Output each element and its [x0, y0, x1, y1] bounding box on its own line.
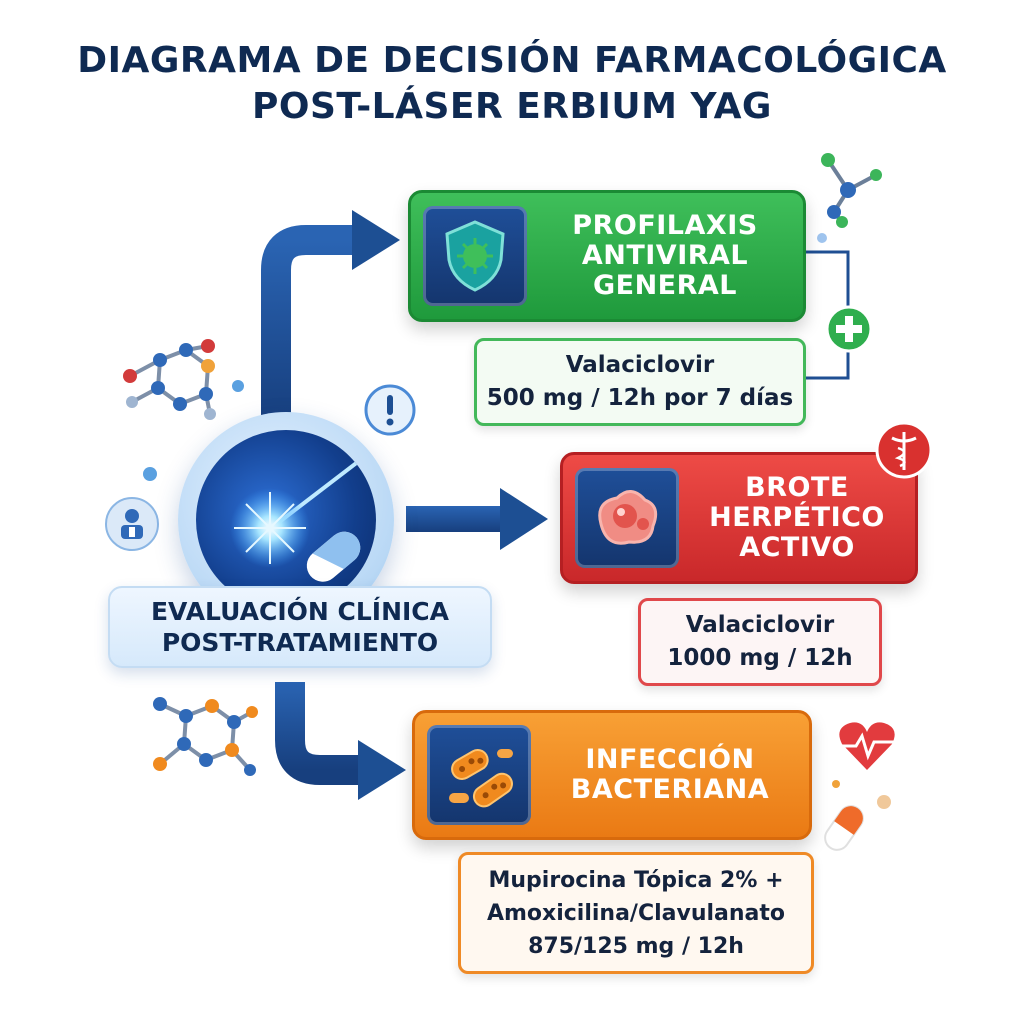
- prophylaxis-label: PROFILAXIS ANTIVIRAL GENERAL: [527, 211, 803, 301]
- herpes-blister-icon: [575, 468, 679, 568]
- prophylaxis-dose-box: Valaciclovir 500 mg / 12h por 7 días: [474, 338, 806, 426]
- clinician-icon: [105, 497, 159, 551]
- arrow-to-bacterial: [275, 682, 406, 800]
- molecule-icon: [821, 153, 882, 228]
- molecule-icon: [123, 339, 244, 420]
- herpes-card: BROTE HERPÉTICO ACTIVO: [560, 452, 918, 584]
- decor-dot: [817, 233, 827, 243]
- heart-pulse-icon: [839, 722, 895, 770]
- prophylaxis-label-line-2: ANTIVIRAL: [581, 240, 749, 271]
- shield-virus-icon: [423, 206, 527, 306]
- diagram-title: DIAGRAMA DE DECISIÓN FARMACOLÓGICA POST-…: [0, 38, 1024, 130]
- bacterial-dose-line-3: 875/125 mg / 12h: [528, 933, 744, 959]
- laser-icon: [196, 430, 376, 610]
- bacterial-label: INFECCIÓN BACTERIANA: [531, 745, 809, 805]
- herpes-label-line-2: HERPÉTICO: [709, 502, 885, 533]
- bacterial-card: INFECCIÓN BACTERIANA: [412, 710, 812, 840]
- herpes-label-line-1: BROTE: [745, 472, 849, 503]
- arrow-to-prophylaxis: [261, 210, 400, 420]
- evaluation-label-box: EVALUACIÓN CLÍNICA POST-TRATAMIENTO: [108, 586, 492, 668]
- molecule-icon: [153, 697, 258, 776]
- arrow-to-herpes: [406, 488, 548, 550]
- herpes-dose-box: Valaciclovir 1000 mg / 12h: [638, 598, 882, 686]
- prophylaxis-label-line-3: GENERAL: [592, 270, 738, 301]
- decor-dot: [877, 795, 891, 809]
- herpes-dose-line-2: 1000 mg / 12h: [667, 645, 853, 671]
- bacterial-label-line-2: BACTERIANA: [570, 774, 770, 805]
- herpes-dose-line-1: Valaciclovir: [685, 612, 835, 638]
- bacterial-label-line-1: INFECCIÓN: [585, 744, 755, 775]
- evaluation-label-line-1: EVALUACIÓN CLÍNICA: [150, 597, 450, 626]
- herpes-label-line-3: ACTIVO: [739, 532, 855, 563]
- alert-icon: [364, 384, 416, 436]
- title-line-2: POST-LÁSER ERBIUM YAG: [252, 86, 772, 127]
- prophylaxis-dose-line-1: Valaciclovir: [565, 352, 715, 378]
- prophylaxis-card: PROFILAXIS ANTIVIRAL GENERAL: [408, 190, 806, 322]
- herpes-label: BROTE HERPÉTICO ACTIVO: [679, 473, 915, 563]
- caduceus-icon: [875, 421, 933, 479]
- prophylaxis-label-line-1: PROFILAXIS: [572, 210, 758, 241]
- plus-icon: [825, 305, 873, 353]
- bacterial-dose-line-2: Amoxicilina/Clavulanato: [486, 900, 786, 926]
- bacteria-icon: [427, 725, 531, 825]
- capsule-icon: [824, 805, 864, 851]
- bacterial-dose-line-1: Mupirocina Tópica 2% +: [488, 867, 784, 893]
- bacterial-dose-box: Mupirocina Tópica 2% + Amoxicilina/Clavu…: [458, 852, 814, 974]
- decor-dot: [143, 467, 157, 481]
- evaluation-label-line-2: POST-TRATAMIENTO: [161, 628, 439, 657]
- decor-dot: [832, 780, 840, 788]
- title-line-1: DIAGRAMA DE DECISIÓN FARMACOLÓGICA: [77, 40, 947, 81]
- prophylaxis-dose-line-2: 500 mg / 12h por 7 días: [486, 385, 794, 411]
